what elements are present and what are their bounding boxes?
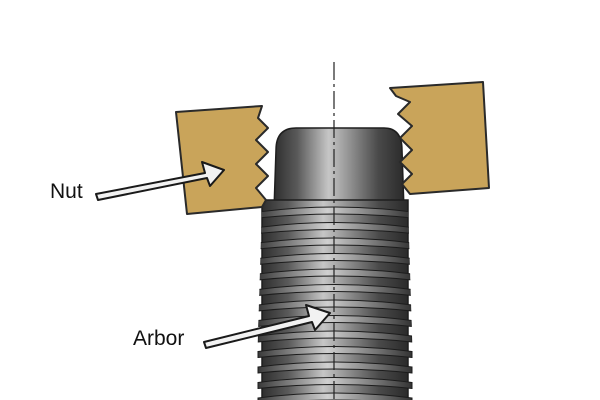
nut-arrow (95, 161, 225, 201)
arbor-threads (257, 206, 413, 400)
thread-ridge (257, 377, 413, 390)
arbor-plain-section (273, 127, 405, 211)
thread-ridge (257, 330, 413, 343)
thread-ridge (257, 346, 413, 359)
arbor-arrow (203, 304, 331, 349)
nut-right-half (389, 81, 490, 195)
nut-left-half (175, 105, 269, 215)
nut-label: Nut (50, 180, 83, 203)
arbor (257, 127, 413, 400)
thread-ridge (257, 361, 413, 374)
arbor-label: Arbor (133, 327, 184, 350)
thread-ridge (257, 392, 413, 400)
